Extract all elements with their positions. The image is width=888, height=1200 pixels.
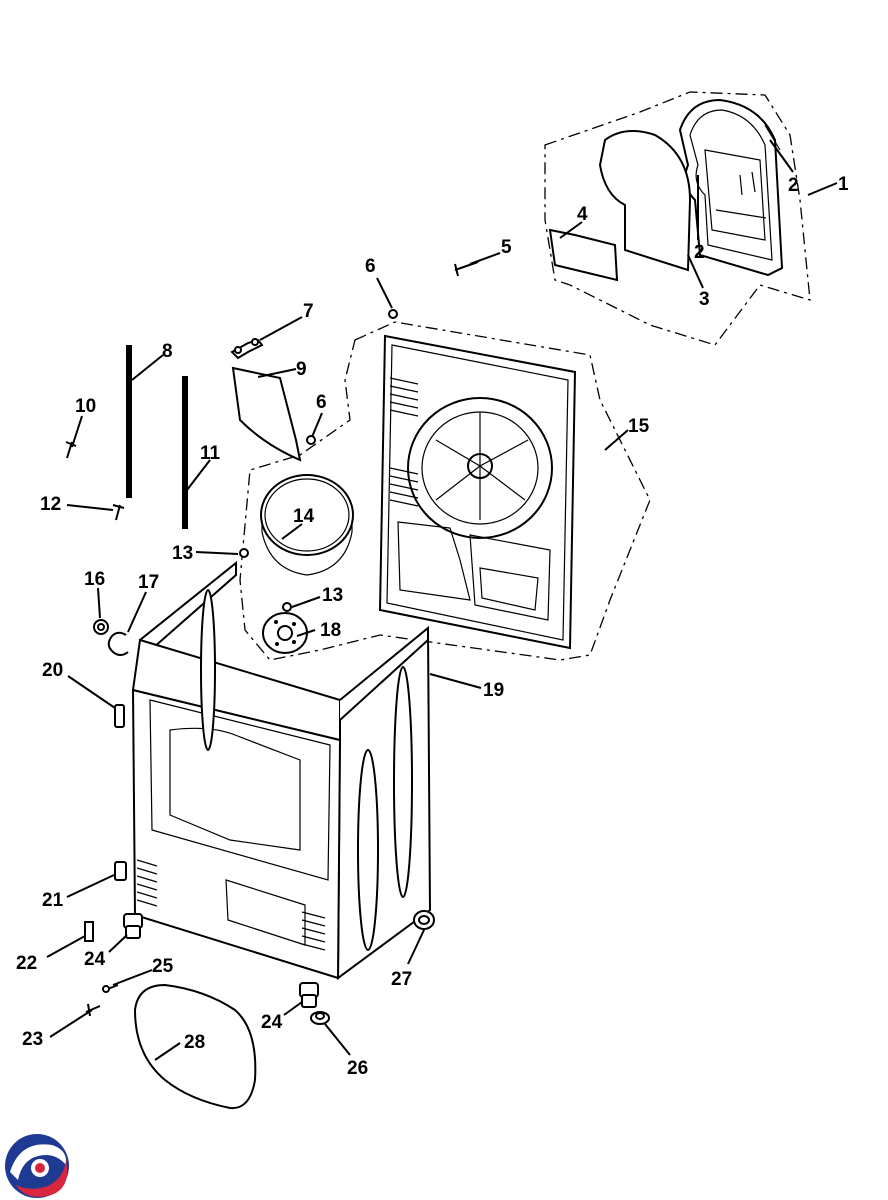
callout-10: 10: [75, 396, 96, 417]
callout-14: 14: [293, 506, 315, 527]
callout-24-left: 24: [84, 949, 106, 970]
rear-panel-vents-top: [389, 377, 419, 417]
latch-part-21: [114, 861, 127, 881]
screw-part-10: [65, 441, 77, 459]
callout-2-upper: 2: [788, 175, 799, 196]
door-liner-part: [548, 228, 619, 282]
callout-labels: 1 2 2 3 4 5 6 6 7 8 9 10 11 12 13 13 14 …: [16, 174, 849, 1079]
callout-15: 15: [628, 416, 650, 437]
callout-13-top: 13: [172, 543, 193, 564]
callout-23: 23: [22, 1029, 43, 1050]
bracket-part-7: [230, 338, 264, 360]
callout-18: 18: [320, 620, 341, 641]
callout-19: 19: [483, 680, 504, 701]
callout-13-lower: 13: [322, 585, 343, 606]
foot-part-26: [310, 1011, 330, 1025]
rear-panel-vents-bottom: [389, 467, 419, 507]
callout-3: 3: [699, 289, 710, 310]
callout-6-middle: 6: [316, 392, 327, 413]
callout-26: 26: [347, 1058, 368, 1079]
callout-6-top: 6: [365, 256, 376, 277]
callout-4: 4: [577, 204, 588, 225]
callout-25: 25: [152, 956, 174, 977]
cabinet-part-19: [131, 560, 432, 980]
callout-11: 11: [200, 443, 221, 464]
bearing-plate-part-18: [262, 612, 308, 654]
callout-1: 1: [838, 174, 849, 195]
seal-strip-part-11: [182, 376, 188, 529]
callout-28: 28: [184, 1032, 205, 1053]
callout-21: 21: [42, 890, 64, 911]
leveling-leg-part-24-left: [123, 913, 143, 939]
screw-part-25: [102, 984, 119, 993]
callout-22: 22: [16, 953, 37, 974]
callout-7: 7: [303, 301, 314, 322]
cabinet-vents-right: [301, 911, 326, 951]
screw-part-13-top: [239, 548, 249, 558]
callout-17: 17: [138, 572, 159, 593]
callout-20: 20: [42, 660, 63, 681]
screw-part-5: [454, 261, 479, 277]
callout-5: 5: [501, 237, 512, 258]
callout-16: 16: [84, 569, 105, 590]
door-frame-part: [678, 98, 784, 277]
callout-8: 8: [162, 341, 173, 362]
callout-12: 12: [40, 494, 61, 515]
group-outline-rear-assembly: [239, 321, 651, 661]
callout-2-lower: 2: [694, 242, 705, 263]
drum-seal-ring-part-14: [260, 474, 354, 576]
screw-part-13-lower: [282, 602, 292, 612]
part-20: [114, 704, 125, 728]
leader-lines: [46, 139, 838, 1061]
cabinet-vents-left: [136, 859, 158, 907]
washer-part-16: [93, 619, 109, 635]
screw-part-6-middle: [306, 435, 316, 445]
leveling-leg-part-24-right: [299, 982, 319, 1008]
clip-part-17: [107, 631, 129, 656]
foot-part-27: [413, 910, 435, 930]
group-outline-door-assembly: [544, 91, 811, 346]
brand-swirl-logo-icon: [5, 1134, 69, 1198]
screw-part-23: [85, 1003, 101, 1017]
drive-belt-part-28: [133, 983, 257, 1110]
seal-strip-part-8: [126, 345, 132, 498]
callout-24-right: 24: [261, 1012, 283, 1033]
shield-plate-part-9: [231, 366, 302, 462]
callout-27: 27: [391, 969, 412, 990]
callout-9: 9: [296, 359, 307, 380]
tab-part-22: [84, 921, 94, 942]
screw-part-12: [112, 504, 125, 521]
rear-panel-part-15: [378, 334, 577, 650]
door-panel-part: [598, 130, 692, 272]
screw-part-6-top: [388, 309, 398, 319]
